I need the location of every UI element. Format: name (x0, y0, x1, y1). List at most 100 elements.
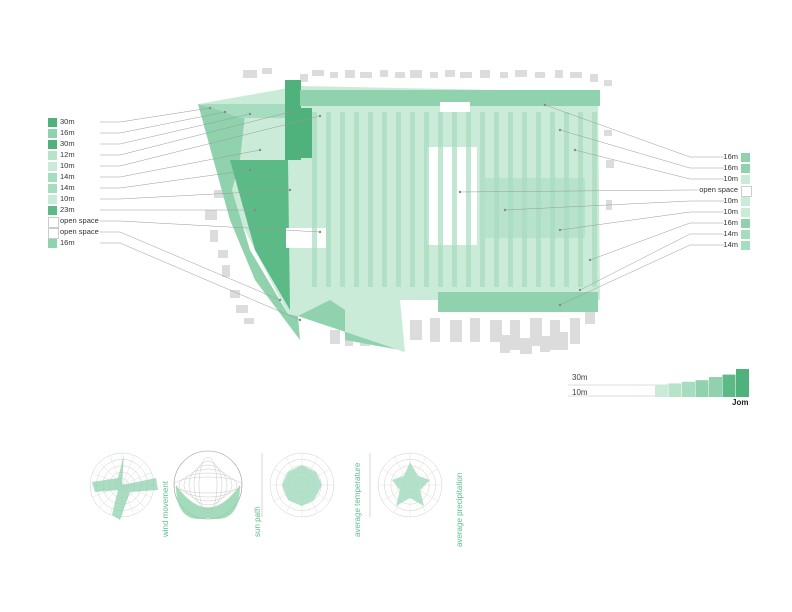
building-row (550, 112, 555, 287)
west-edge-zone (198, 104, 300, 340)
context-building (222, 265, 230, 277)
dome-arc (188, 464, 228, 506)
legend-swatch (741, 186, 752, 197)
legend-label: 14m (723, 229, 738, 238)
leader-dot (558, 228, 562, 232)
legend-label: 30m (60, 117, 75, 126)
building-row (578, 112, 583, 287)
context-building (243, 70, 257, 78)
scale-step-bar (722, 374, 736, 397)
leader-dot (318, 114, 322, 118)
context-building (312, 70, 324, 76)
dome-arc (178, 472, 238, 498)
building-row (396, 112, 401, 287)
leader-dot (223, 110, 227, 114)
legend-swatch (741, 219, 750, 228)
context-building (540, 336, 550, 352)
leader-dot (558, 128, 562, 132)
context-building (500, 335, 510, 353)
building-row (452, 112, 457, 287)
temperature-area (282, 465, 322, 506)
leader-dot (288, 188, 292, 192)
leader-dot (458, 190, 462, 194)
sun-path-dome (173, 450, 243, 520)
leader-line (100, 111, 226, 134)
precipitation-radar (369, 452, 443, 518)
leader-dot (578, 288, 582, 292)
legend-swatch (741, 164, 750, 173)
context-building (555, 70, 563, 78)
context-building (520, 338, 532, 354)
building-row (564, 112, 569, 287)
grid-spoke (121, 462, 145, 486)
site-building-rows (312, 112, 597, 287)
legend-swatch (48, 118, 57, 127)
context-building (570, 72, 582, 78)
east-zone-12m (485, 178, 585, 238)
north-open-space (440, 102, 470, 112)
leader-dot (298, 318, 302, 322)
context-building (515, 70, 527, 77)
legend-label: 23m (60, 205, 75, 214)
context-building (570, 318, 580, 344)
scale-unit-label: Jom (732, 398, 749, 407)
average-temperature-label: average temperature (353, 462, 362, 537)
context-building (560, 332, 568, 350)
southwest-zone-16m (298, 300, 405, 352)
context-building (430, 318, 440, 342)
scale-step-bar (655, 385, 668, 397)
legend-label: 30m (60, 139, 75, 148)
sun-path-label: sun path (253, 506, 262, 537)
west-block-23m (230, 160, 290, 310)
legend-label: 16m (723, 218, 738, 227)
legend-swatch (48, 184, 57, 193)
context-building (410, 320, 422, 340)
building-row (382, 112, 387, 287)
leader-dot (248, 112, 252, 116)
legend-swatch (48, 217, 59, 228)
dome-arc (183, 468, 233, 502)
leader-line (574, 149, 724, 180)
context-building (445, 70, 455, 77)
context-building (230, 290, 240, 298)
leader-dot (318, 230, 322, 234)
leader-line (459, 189, 698, 193)
dome-band (176, 485, 240, 520)
building-row (480, 112, 485, 287)
legend-swatch (741, 230, 750, 239)
leader-dot (258, 148, 262, 152)
legend-label: open space (60, 216, 99, 225)
context-building (430, 72, 438, 78)
context-building (604, 80, 612, 86)
leader-dot (248, 168, 252, 172)
context-building (500, 72, 508, 78)
leader-line (559, 129, 724, 169)
context-building (510, 320, 520, 350)
scale-bottom-label: 10m (572, 388, 588, 397)
context-building (604, 130, 612, 136)
building-row (354, 112, 359, 287)
leader-dot (288, 110, 292, 114)
dome-arc (198, 456, 218, 514)
wind-rose (89, 452, 158, 520)
context-building (395, 72, 405, 78)
legend-label: 16m (60, 128, 75, 137)
temperature-radar (261, 452, 335, 518)
legend-swatch (48, 239, 57, 248)
legend-swatch (48, 140, 57, 149)
average-precipitation-label: average precipitation (455, 472, 464, 547)
leader-line (504, 200, 724, 211)
north-strip-16m (300, 90, 600, 106)
context-building (236, 305, 248, 313)
legend-swatch (48, 173, 57, 182)
scale-step-bar (736, 369, 749, 397)
building-row (508, 112, 513, 287)
leader-dot (503, 208, 507, 212)
wind-petals (92, 455, 158, 520)
context-building (360, 72, 372, 78)
context-building (490, 320, 502, 342)
dome-arc (193, 460, 223, 510)
context-building (530, 318, 542, 346)
legend-swatch (741, 175, 750, 184)
